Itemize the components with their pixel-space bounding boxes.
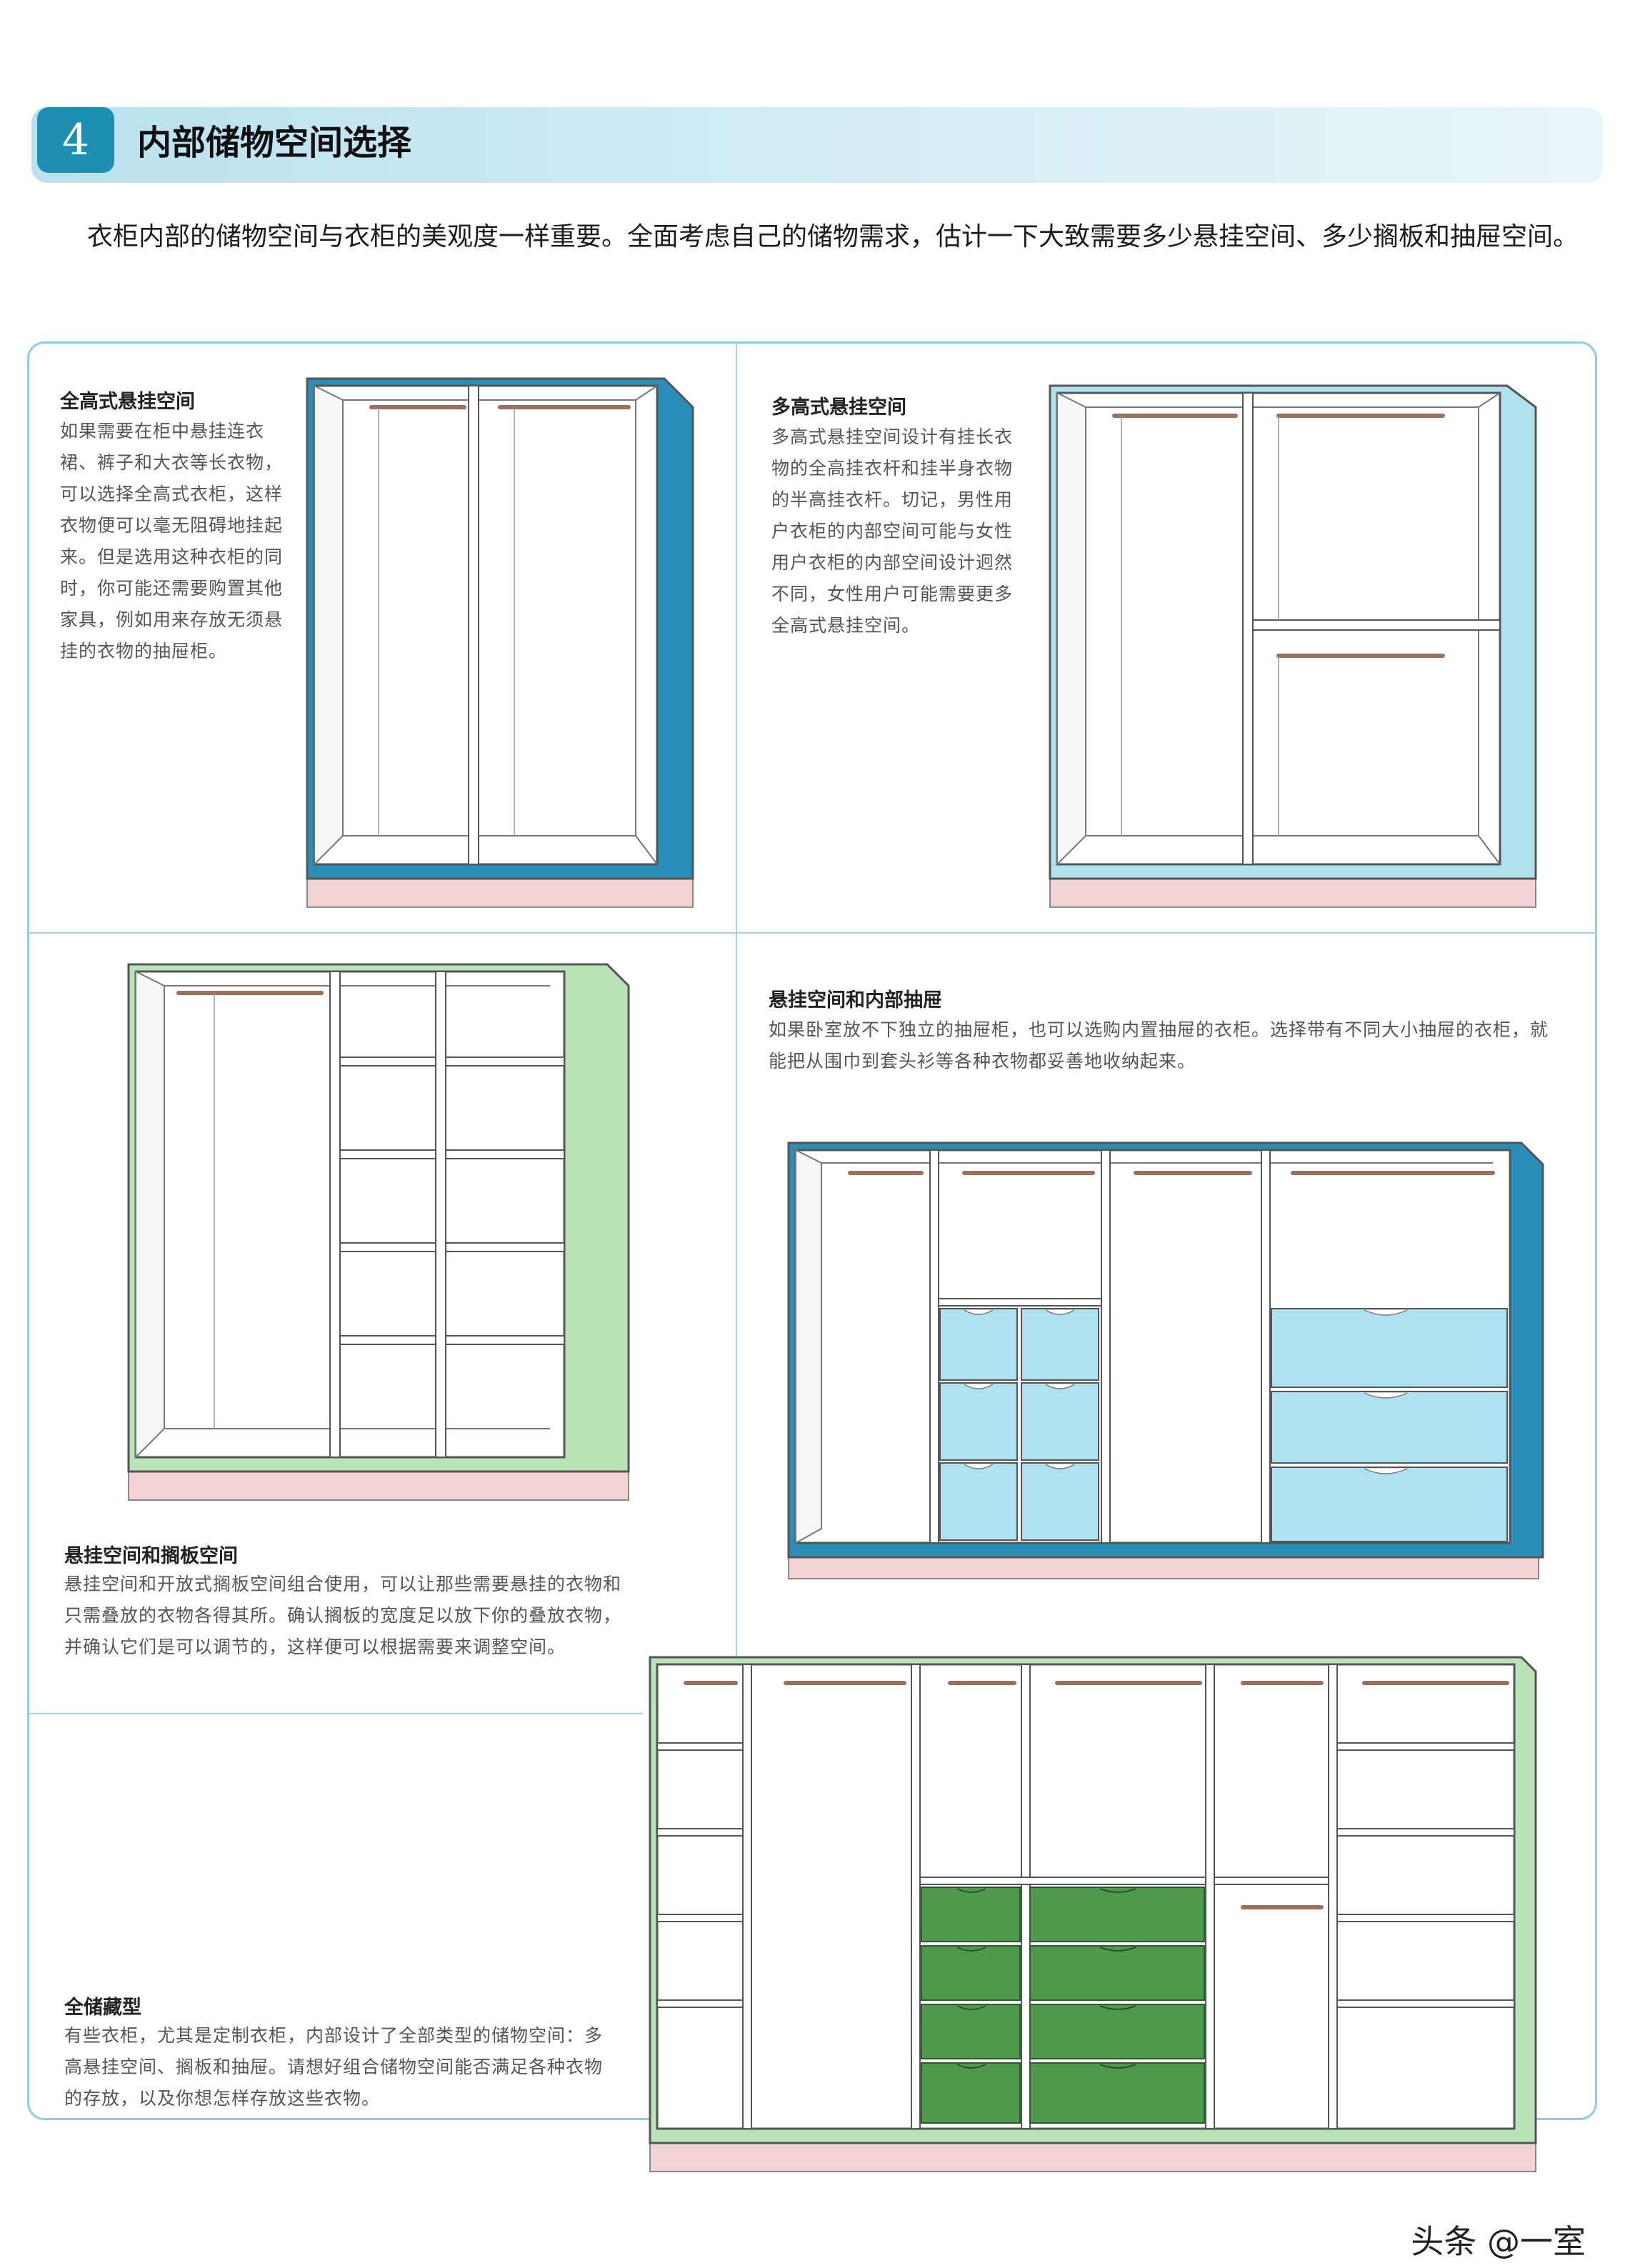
drawers-title: 悬挂空间和内部抽屉 (769, 989, 942, 1011)
full-storage-text: 有些衣柜，尤其是定制衣柜，内部设计了全部类型的储物空间：多高悬挂空间、搁板和抽屉… (64, 2025, 604, 2109)
divider-horizontal-1 (29, 932, 1597, 934)
section-number: 4 (37, 107, 114, 173)
section-header-band (31, 107, 1603, 183)
intro-paragraph: 衣柜内部的储物空间与衣柜的美观度一样重要。全面考虑自己的储物需求，估计一下大致需… (87, 222, 1579, 251)
wardrobe-full-height-illustration (306, 377, 694, 908)
full-storage-title: 全储藏型 (64, 1997, 141, 2019)
multi-height-text: 多高式悬挂空间设计有挂长衣物的全高挂衣杆和挂半身衣物的半高挂衣杆。切记，男性用户… (771, 426, 1014, 636)
shelves-title: 悬挂空间和搁板空间 (64, 1545, 238, 1567)
wardrobe-drawers-illustration (787, 1142, 1544, 1579)
divider-vertical (736, 343, 737, 1714)
wardrobe-full-storage-illustration (649, 1656, 1537, 2172)
watermark: 头条 @一室 (1411, 2222, 1586, 2261)
shelves-text: 悬挂空间和开放式搁板空间组合使用，可以让那些需要悬挂的衣物和只需叠放的衣物各得其… (64, 1574, 622, 1657)
divider-horizontal-2 (29, 1713, 643, 1714)
section-title: 内部储物空间选择 (137, 123, 412, 163)
full-height-title: 全高式悬挂空间 (60, 391, 195, 413)
wardrobe-multi-height-illustration (1049, 384, 1537, 908)
drawers-text: 如果卧室放不下独立的抽屉柜，也可以选购内置抽屉的衣柜。选择带有不同大小抽屉的衣柜… (769, 1019, 1549, 1071)
multi-height-title: 多高式悬挂空间 (771, 396, 906, 419)
full-height-text: 如果需要在柜中悬挂连衣裙、裤子和大衣等长衣物，可以选择全高式衣柜，这样衣物便可以… (60, 421, 284, 661)
wardrobe-shelves-illustration (127, 963, 630, 1501)
